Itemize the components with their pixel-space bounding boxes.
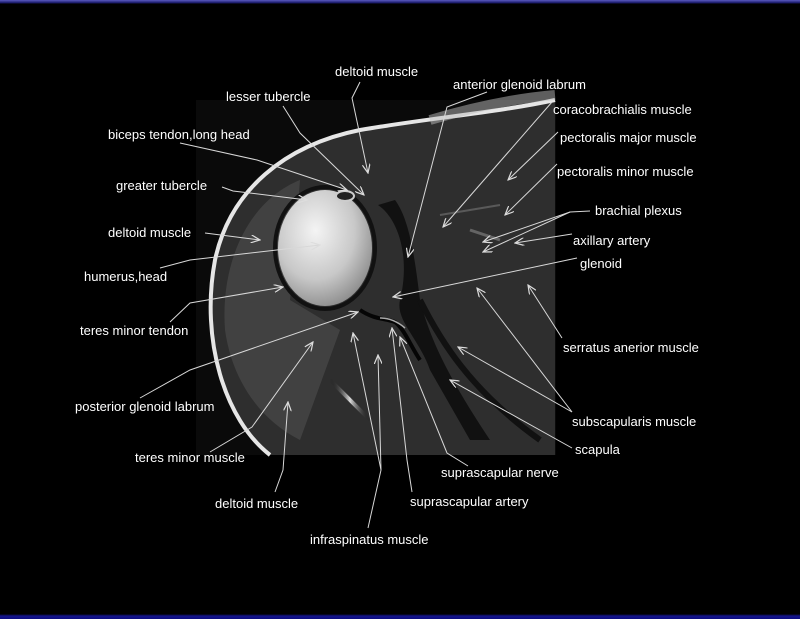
leader-deltoid-bottom [274,402,288,493]
label-axillary-artery: axillary artery [573,233,651,248]
label-humerus-head: humerus,head [84,269,168,284]
leader-lines [139,81,591,529]
leader-suprascapular-artery [392,328,413,493]
label-infraspinatus: infraspinatus muscle [310,532,429,547]
leader-greater-tubercle [221,186,307,200]
label-scapula: scapula [575,442,620,457]
label-deltoid-muscle-bottom: deltoid muscle [215,496,299,511]
label-teres-minor-tendon: teres minor tendon [80,323,189,338]
leader-serratus [528,285,563,339]
leader-anterior-glenoid-labrum [408,91,488,257]
label-suprascapular-nerve: suprascapular nerve [441,465,559,480]
label-brachial-plexus: brachial plexus [595,203,682,218]
leader-lesser-tubercle [282,105,364,195]
leader-scapula [450,380,573,449]
label-glenoid: glenoid [580,256,622,271]
label-deltoid-muscle-left: deltoid muscle [108,225,192,240]
label-suprascapular-artery: suprascapular artery [410,494,529,509]
leader-teres-minor-muscle [209,342,313,453]
leader-deltoid-left [204,232,260,240]
humeral-head [278,190,372,306]
leader-deltoid-top [351,81,368,173]
label-deltoid-muscle-top: deltoid muscle [335,64,419,79]
leader-pectoralis-minor [505,163,558,215]
label-subscapularis: subscapularis muscle [572,414,697,429]
leader-humerus-head [159,245,320,269]
leader-subscapularis-1 [477,288,573,413]
label-teres-minor-muscle: teres minor muscle [135,450,245,465]
label-pectoralis-major: pectoralis major muscle [560,130,697,145]
leader-pectoralis-major [508,131,559,180]
leader-posterior-glenoid-labrum [139,312,358,399]
label-posterior-glenoid-labrum: posterior glenoid labrum [75,399,215,414]
label-serratus: serratus anerior muscle [563,340,699,355]
top-border [0,0,800,4]
label-anterior-glenoid-labrum: anterior glenoid labrum [453,77,586,92]
label-lesser-tubercle: lesser tubercle [226,89,311,104]
leader-suprascapular-nerve [400,337,469,467]
leader-infraspinatus-2 [378,355,381,471]
label-greater-tubercle: greater tubercle [116,178,208,193]
label-coracobrachialis: coracobrachialis muscle [553,102,692,117]
label-pectoralis-minor: pectoralis minor muscle [557,164,694,179]
leader-axillary-artery [515,233,573,243]
bottom-border [0,614,800,619]
leader-brachial-plexus-2 [483,211,571,252]
label-biceps-tendon: biceps tendon,long head [108,127,250,142]
leader-teres-minor-tendon [169,287,283,323]
leader-subscapularis-2 [458,347,573,413]
leader-glenoid [393,257,578,297]
leader-coracobrachialis [443,101,553,227]
leader-biceps-tendon [179,142,347,190]
